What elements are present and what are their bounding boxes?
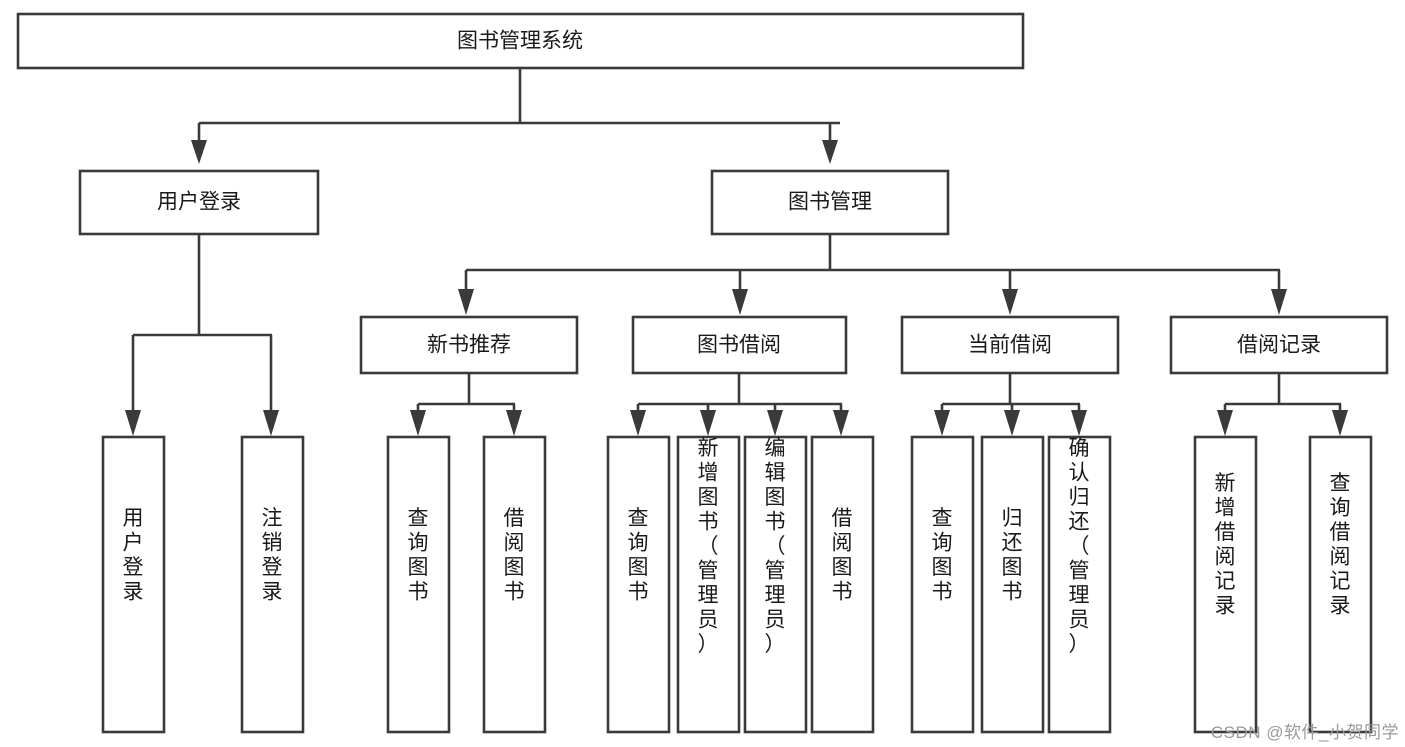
node-book-borrow[interactable]: 图书借阅 bbox=[631, 315, 848, 375]
leaf-leaf-query-record[interactable]: 查询借阅记录 bbox=[1308, 435, 1373, 734]
leaf-leaf-borrow-book-1-label: 借阅图书 bbox=[504, 507, 525, 604]
leaf-leaf-borrow-book-1-rect bbox=[482, 435, 547, 734]
connector-user-login-to-leaves bbox=[125, 234, 279, 436]
leaf-leaf-user-login[interactable]: 用户登录 bbox=[101, 435, 166, 734]
arrow-head-icon bbox=[767, 410, 783, 436]
node-new-book-recommend-rect bbox=[359, 315, 579, 375]
arrow-head-icon bbox=[1002, 289, 1018, 315]
leaf-leaf-user-login-rect bbox=[101, 435, 166, 734]
leaf-leaf-query-book-2-label: 查询图书 bbox=[628, 507, 649, 604]
leaf-leaf-add-record[interactable]: 新增借阅记录 bbox=[1193, 435, 1258, 734]
leaf-leaf-edit-book-label: 编辑图书（管理员） bbox=[765, 437, 786, 656]
node-new-book-recommend-label: 新书推荐 bbox=[427, 334, 511, 357]
leaf-leaf-query-book-1-rect bbox=[386, 435, 451, 734]
leaf-leaf-query-book-1[interactable]: 查询图书 bbox=[386, 435, 451, 734]
arrow-head-icon bbox=[410, 410, 426, 436]
node-book-manage[interactable]: 图书管理 bbox=[710, 169, 950, 236]
leaf-leaf-borrow-book-2-label: 借阅图书 bbox=[832, 507, 853, 604]
leaf-leaf-confirm-return-label: 确认归还（管理员） bbox=[1069, 437, 1090, 656]
node-root-label: 图书管理系统 bbox=[457, 30, 583, 53]
leaf-leaf-add-book[interactable]: 新增图书（管理员） bbox=[676, 435, 741, 734]
arrow-head-icon bbox=[1271, 289, 1287, 315]
arrow-head-icon bbox=[191, 140, 207, 164]
leaf-leaf-add-record-rect bbox=[1193, 435, 1258, 734]
leaf-leaf-borrow-book-2[interactable]: 借阅图书 bbox=[810, 435, 875, 734]
arrow-head-icon bbox=[732, 289, 748, 315]
arrow-head-icon bbox=[700, 410, 716, 436]
leaf-leaf-edit-book-rect bbox=[743, 435, 808, 734]
arrow-head-icon bbox=[1332, 410, 1348, 436]
node-user-login[interactable]: 用户登录 bbox=[78, 169, 320, 236]
arrow-head-icon bbox=[458, 289, 474, 315]
leaf-leaf-return-book-label: 归还图书 bbox=[1002, 507, 1023, 604]
connector-borrow-record-to-leaves bbox=[1217, 373, 1348, 436]
leaf-leaf-query-book-2-rect bbox=[606, 435, 671, 734]
node-root-rect bbox=[16, 12, 1025, 70]
leaf-leaf-edit-book[interactable]: 编辑图书（管理员） bbox=[743, 435, 808, 734]
node-new-book-recommend[interactable]: 新书推荐 bbox=[359, 315, 579, 375]
node-current-borrow[interactable]: 当前借阅 bbox=[900, 315, 1120, 375]
node-current-borrow-rect bbox=[900, 315, 1120, 375]
arrow-head-icon bbox=[506, 410, 522, 436]
leaf-leaf-borrow-book-1[interactable]: 借阅图书 bbox=[482, 435, 547, 734]
arrow-head-icon bbox=[1071, 410, 1087, 436]
node-user-login-rect bbox=[78, 169, 320, 236]
leaf-leaf-query-book-3-rect bbox=[910, 435, 975, 734]
connector-current-borrow-to-leaves bbox=[934, 373, 1087, 436]
arrow-head-icon bbox=[1004, 410, 1020, 436]
leaf-leaf-logout-login-rect bbox=[240, 435, 305, 734]
leaf-leaf-user-login-label: 用户登录 bbox=[123, 507, 144, 604]
leaf-leaf-add-book-rect bbox=[676, 435, 741, 734]
node-user-login-label: 用户登录 bbox=[157, 191, 241, 214]
leaf-leaf-logout-login[interactable]: 注销登录 bbox=[240, 435, 305, 734]
leaf-leaf-add-record-label: 新增借阅记录 bbox=[1215, 472, 1236, 618]
node-borrow-record[interactable]: 借阅记录 bbox=[1169, 315, 1389, 375]
node-borrow-record-label: 借阅记录 bbox=[1237, 334, 1321, 357]
leaf-leaf-logout-login-label: 注销登录 bbox=[262, 507, 283, 604]
arrow-head-icon bbox=[263, 410, 279, 436]
leaf-leaf-query-book-2[interactable]: 查询图书 bbox=[606, 435, 671, 734]
node-current-borrow-label: 当前借阅 bbox=[968, 334, 1052, 357]
arrow-head-icon bbox=[833, 410, 849, 436]
connector-book-manage-to-level2 bbox=[458, 234, 1287, 315]
connector-root-to-level1 bbox=[191, 68, 840, 164]
leaf-leaf-query-book-1-label: 查询图书 bbox=[408, 507, 429, 604]
arrow-head-icon bbox=[125, 410, 141, 436]
leaf-leaf-query-record-label: 查询借阅记录 bbox=[1330, 472, 1351, 618]
node-root[interactable]: 图书管理系统 bbox=[16, 12, 1025, 70]
leaf-leaf-query-record-rect bbox=[1308, 435, 1373, 734]
leaf-leaf-query-book-3[interactable]: 查询图书 bbox=[910, 435, 975, 734]
leaf-leaf-confirm-return[interactable]: 确认归还（管理员） bbox=[1047, 435, 1112, 734]
leaf-leaf-confirm-return-rect bbox=[1047, 435, 1112, 734]
leaf-leaf-query-book-3-label: 查询图书 bbox=[932, 507, 953, 604]
arrow-head-icon bbox=[1217, 410, 1233, 436]
arrow-head-icon bbox=[822, 140, 838, 164]
leaf-leaf-return-book-rect bbox=[980, 435, 1045, 734]
csdn-watermark: CSDN @软件_小贺同学 bbox=[1210, 723, 1399, 742]
leaf-leaf-return-book[interactable]: 归还图书 bbox=[980, 435, 1045, 734]
connector-book-borrow-to-leaves bbox=[630, 373, 849, 436]
arrow-head-icon bbox=[934, 410, 950, 436]
node-book-manage-label: 图书管理 bbox=[788, 191, 872, 214]
node-book-borrow-label: 图书借阅 bbox=[697, 334, 781, 357]
arrow-head-icon bbox=[630, 410, 646, 436]
leaf-leaf-add-book-label: 新增图书（管理员） bbox=[698, 437, 719, 656]
connector-new-book-recommend-to-leaves bbox=[410, 373, 522, 436]
leaf-leaf-borrow-book-2-rect bbox=[810, 435, 875, 734]
